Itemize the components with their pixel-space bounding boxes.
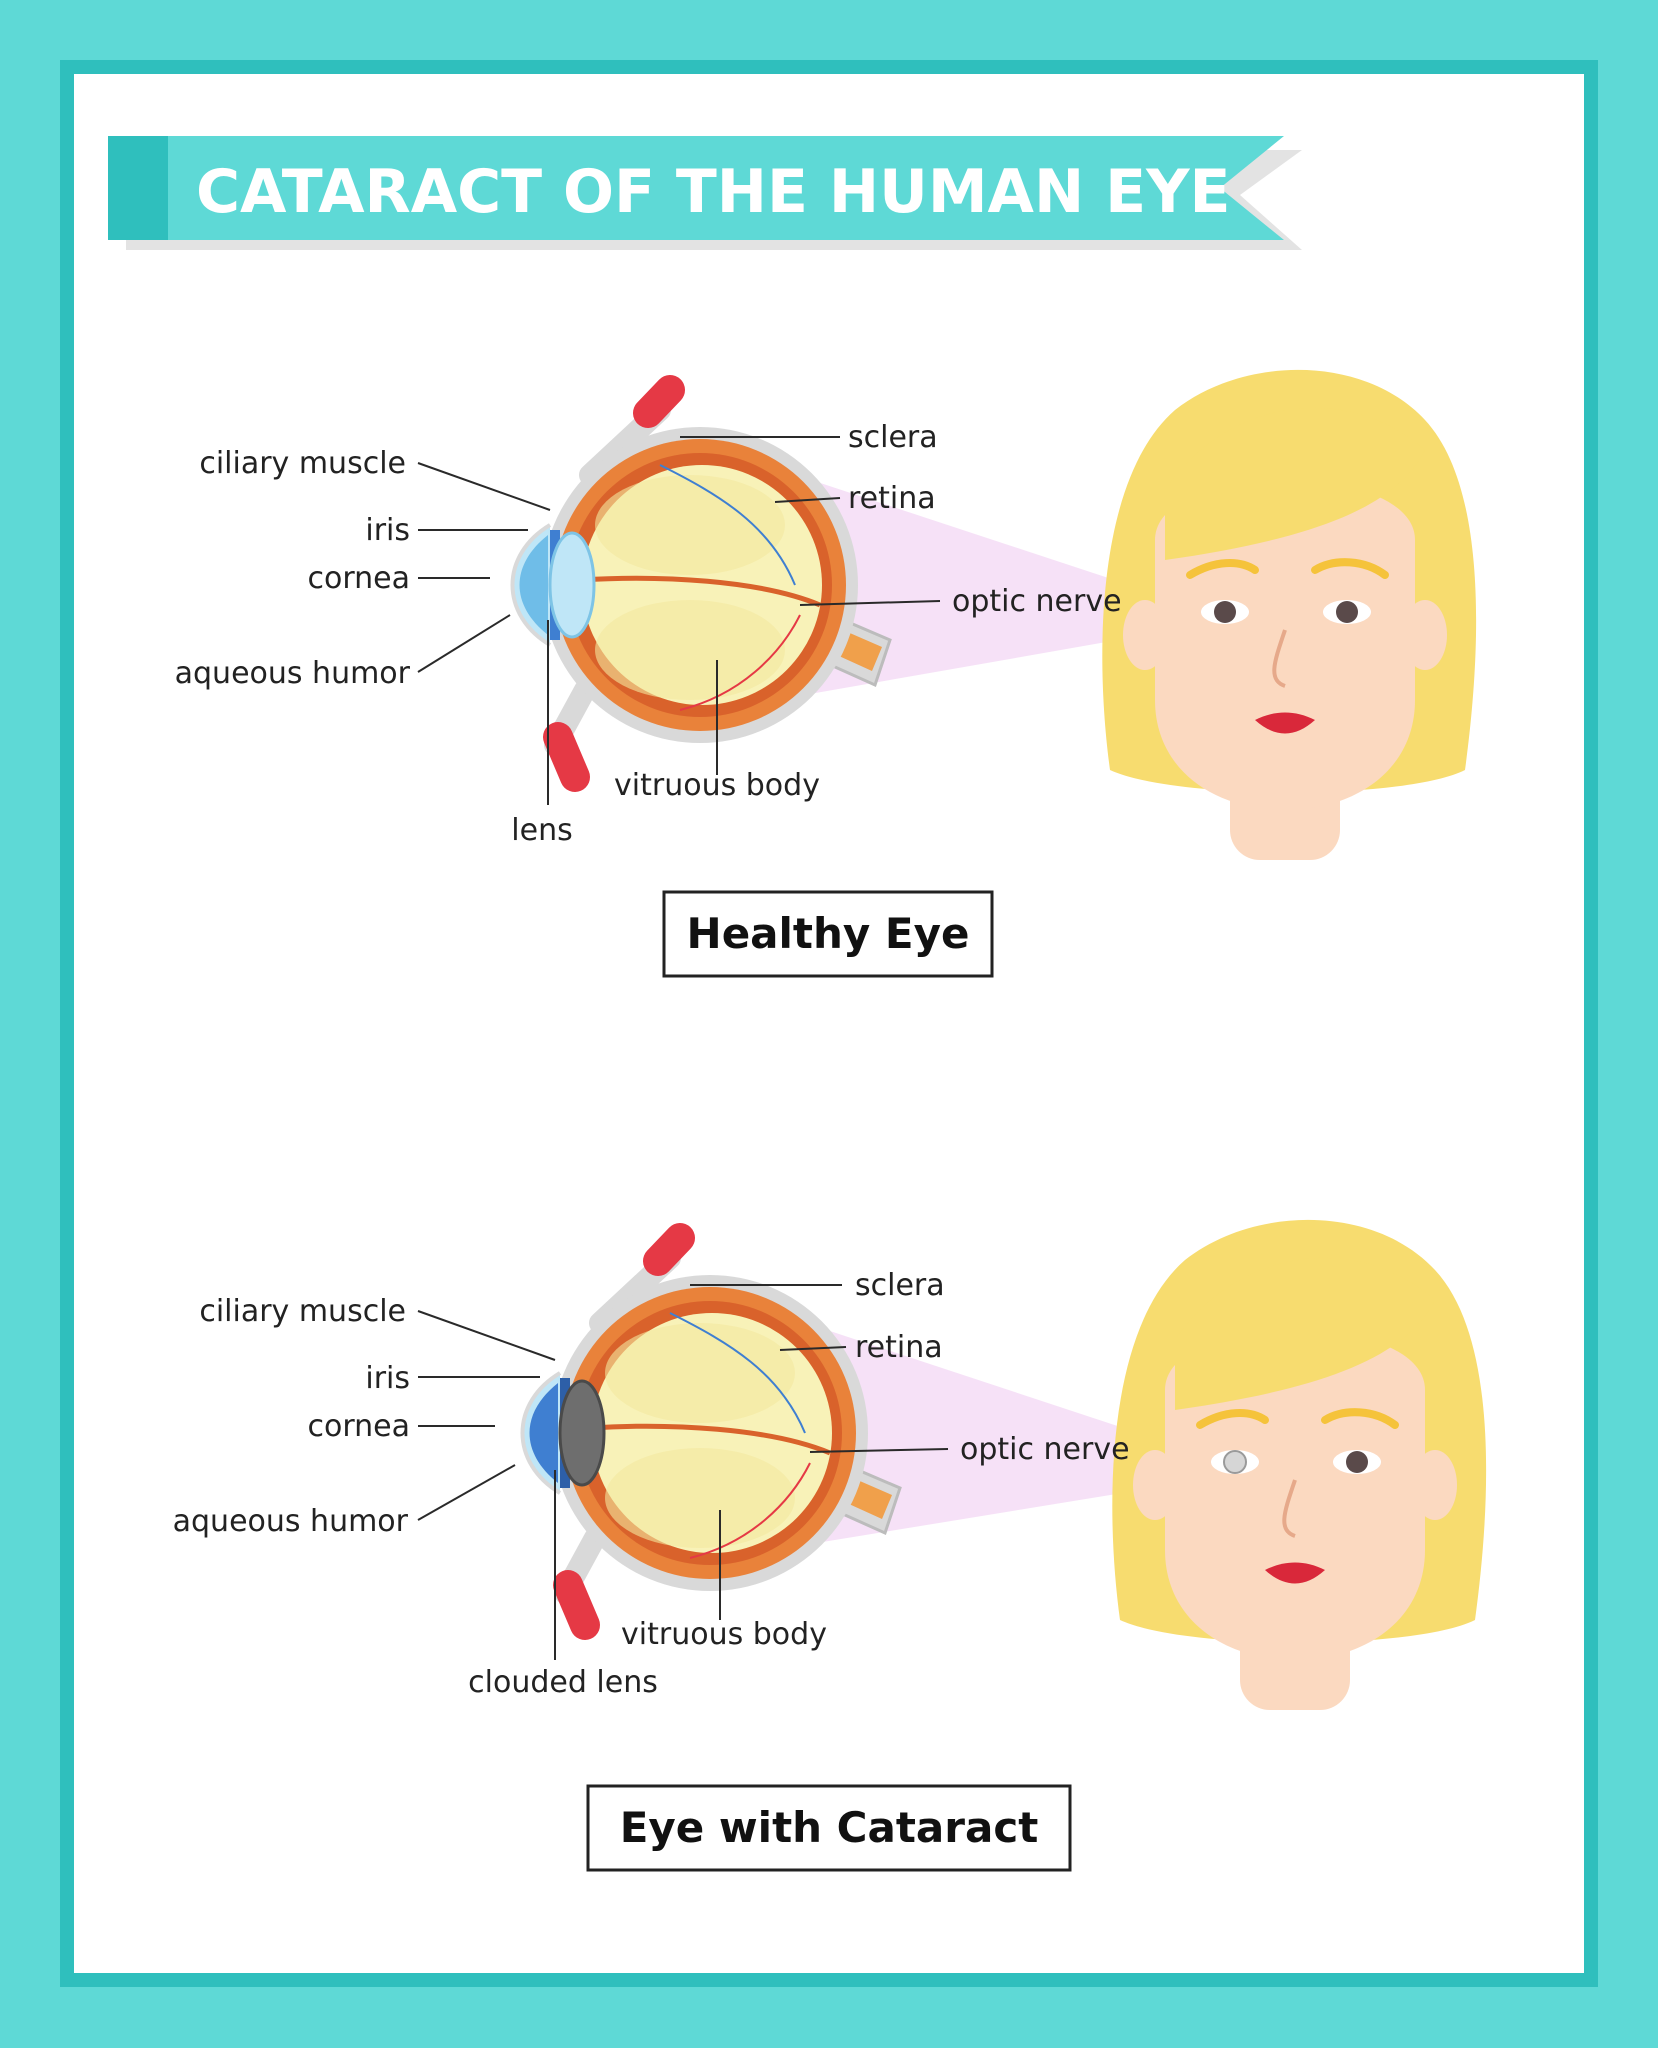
label-optic-nerve: optic nerve xyxy=(952,584,1122,619)
page-title: CATARACT OF THE HUMAN EYE xyxy=(196,157,1231,227)
panel-cataract: ciliary muscle iris cornea aqueous humor… xyxy=(173,1219,1487,1872)
label-pointers xyxy=(417,1284,949,1660)
caption-box-cataract: Eye with Cataract xyxy=(586,1784,1072,1872)
labels: ciliary muscle iris cornea aqueous humor… xyxy=(173,1268,1130,1700)
label-retina: retina xyxy=(855,1330,943,1365)
label-cornea: cornea xyxy=(307,561,410,596)
label-iris: iris xyxy=(365,513,410,548)
label-cornea: cornea xyxy=(307,1409,410,1444)
label-ciliary-muscle: ciliary muscle xyxy=(199,1294,406,1329)
caption-healthy-eye: Healthy Eye xyxy=(687,909,970,958)
caption-eye-with-cataract: Eye with Cataract xyxy=(620,1803,1039,1852)
lens-shape xyxy=(548,531,596,639)
label-aqueous-humor: aqueous humor xyxy=(175,656,411,691)
woman-head xyxy=(1112,1219,1487,1710)
eye-cross-section xyxy=(520,1223,902,1640)
label-vitreous-body: vitruous body xyxy=(621,1617,827,1652)
label-pointers xyxy=(417,436,941,805)
label-retina: retina xyxy=(848,481,936,516)
woman-head xyxy=(1102,369,1477,860)
panel-healthy: ciliary muscle iris cornea aqueous humor… xyxy=(175,369,1477,978)
label-clouded-lens: clouded lens xyxy=(468,1665,658,1700)
label-aqueous-humor: aqueous humor xyxy=(173,1504,409,1539)
label-ciliary-muscle: ciliary muscle xyxy=(199,446,406,481)
label-iris: iris xyxy=(365,1361,410,1396)
labels: ciliary muscle iris cornea aqueous humor… xyxy=(175,420,1122,848)
caption-box-healthy: Healthy Eye xyxy=(662,890,994,978)
label-sclera: sclera xyxy=(855,1268,945,1303)
title-banner: CATARACT OF THE HUMAN EYE xyxy=(108,136,1302,250)
label-lens: lens xyxy=(511,813,572,848)
label-sclera: sclera xyxy=(848,420,938,455)
label-optic-nerve: optic nerve xyxy=(960,1432,1130,1467)
label-vitreous-body: vitruous body xyxy=(614,768,820,803)
eye-cross-section xyxy=(510,375,892,792)
clouded-lens-shape xyxy=(558,1379,606,1487)
